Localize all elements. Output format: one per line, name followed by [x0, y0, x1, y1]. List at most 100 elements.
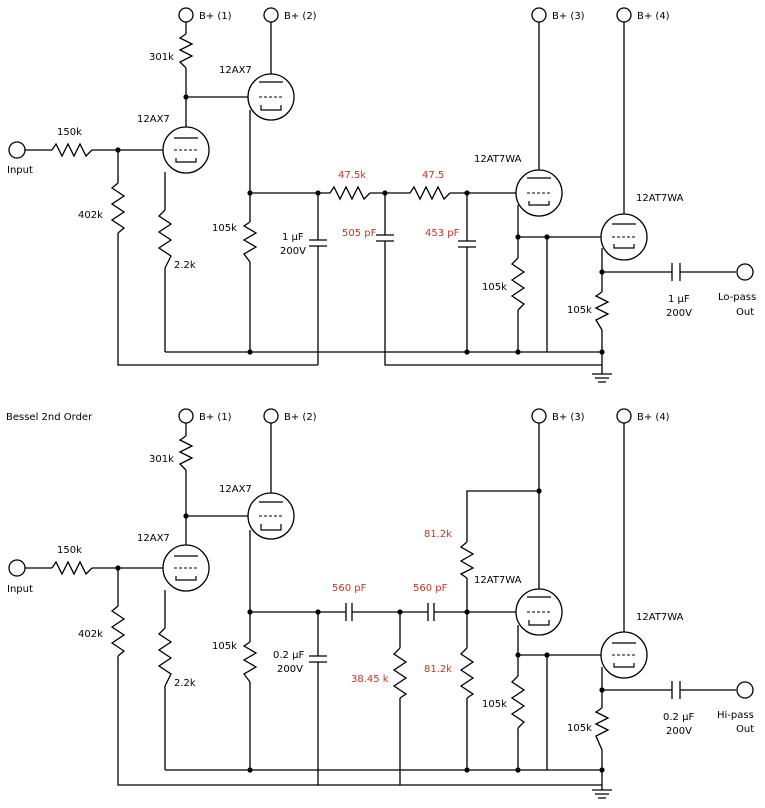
- capacitor-560pF-1: [345, 603, 353, 621]
- tube-v4: [600, 213, 648, 261]
- capacitor-505pF: [376, 234, 394, 242]
- label-c-out: 0.2 μF: [663, 712, 694, 723]
- label-output-2: Out: [736, 307, 754, 318]
- resistors: [51, 435, 610, 751]
- label-r-grid: 402k: [78, 629, 103, 640]
- resistor-402k: [110, 605, 126, 657]
- label-filter-r-upper: 81.2k: [424, 529, 452, 540]
- label-r-cathode-4: 105k: [567, 723, 592, 734]
- label-bplus-3: B+ (3): [552, 11, 585, 22]
- terminals: [8, 408, 754, 699]
- label-r-in: 150k: [57, 127, 82, 138]
- label-filter-c2: 453 pF: [425, 228, 460, 239]
- label-r-cathode-3: 105k: [482, 699, 507, 710]
- resistor-105k-v4: [594, 707, 610, 751]
- resistor-81.2k-lower: [459, 647, 475, 699]
- resistor-47.5k: [329, 185, 371, 201]
- label-r-grid: 402k: [78, 210, 103, 221]
- wires: [25, 22, 736, 383]
- capacitor-0.2uF: [309, 655, 327, 663]
- junction-dots: [115, 94, 605, 355]
- label-bplus-4: B+ (4): [637, 412, 670, 423]
- resistor-301k: [178, 435, 194, 471]
- lo-pass-circuit: B+ (1) B+ (2) B+ (3) B+ (4) 12AX7 12AX7 …: [7, 7, 756, 383]
- label-bplus-1: B+ (1): [199, 412, 232, 423]
- label-bplus-2: B+ (2): [284, 412, 317, 423]
- label-r-plate: 301k: [149, 454, 174, 465]
- label-output-1: Hi-pass: [717, 710, 754, 721]
- resistors: [51, 33, 610, 331]
- tube-v2: [247, 73, 295, 121]
- label-filter-r2: 47.5: [422, 170, 444, 181]
- capacitor-1uF: [309, 239, 327, 247]
- resistor-105k-v4: [594, 291, 610, 331]
- label-r-cathode: 2.2k: [174, 260, 196, 271]
- capacitor-out-1uF: [671, 263, 681, 281]
- label-filter-c2: 560 pF: [413, 583, 448, 594]
- resistor-105k-v3: [510, 675, 526, 729]
- bplus-terminal-2: [263, 7, 279, 23]
- resistor-150k: [51, 142, 93, 158]
- wires: [25, 423, 736, 799]
- junction-dots: [115, 488, 605, 773]
- resistor-81.2k-upper: [459, 541, 475, 579]
- bplus-terminal-2: [263, 408, 279, 424]
- output-terminal: [736, 263, 754, 281]
- label-c-coupling: 1 μF: [282, 232, 304, 243]
- label-r-load: 105k: [212, 223, 237, 234]
- output-terminal: [736, 681, 754, 699]
- label-output-1: Lo-pass: [718, 292, 756, 303]
- label-filter-r1: 47.5k: [338, 170, 366, 181]
- label-tube-v1: 12AX7: [137, 114, 170, 125]
- label-input: Input: [7, 584, 33, 595]
- tube-v1: [162, 126, 210, 174]
- terminals: [8, 7, 754, 281]
- resistor-38.45k: [392, 647, 408, 699]
- input-terminal: [8, 141, 26, 159]
- bplus-terminal-3: [531, 408, 547, 424]
- bessel-title: Bessel 2nd Order: [6, 412, 93, 423]
- label-bplus-3: B+ (3): [552, 412, 585, 423]
- labels: B+ (1) B+ (2) B+ (3) B+ (4) 12AX7 12AX7 …: [7, 11, 756, 319]
- bplus-terminal-3: [531, 7, 547, 23]
- tube-v1: [162, 544, 210, 592]
- label-r-cathode-3: 105k: [482, 282, 507, 293]
- resistor-105k-v3: [510, 257, 526, 311]
- label-tube-v3: 12AT7WA: [474, 154, 522, 165]
- label-r-cathode: 2.2k: [174, 678, 196, 689]
- tube-v2: [247, 492, 295, 540]
- label-bplus-4: B+ (4): [637, 11, 670, 22]
- capacitor-453pF: [458, 240, 476, 248]
- label-c-coupling-voltage: 200V: [277, 664, 303, 675]
- label-filter-c1: 505 pF: [342, 228, 377, 239]
- bplus-terminal-1: [178, 408, 194, 424]
- input-terminal: [8, 559, 26, 577]
- capacitors: [309, 603, 681, 699]
- labels: B+ (1) B+ (2) B+ (3) B+ (4) 12AX7 12AX7 …: [7, 412, 754, 737]
- label-r-in: 150k: [57, 545, 82, 556]
- resistor-402k: [110, 182, 126, 234]
- resistor-105k-load: [242, 641, 258, 683]
- capacitor-560pF-2: [427, 603, 435, 621]
- resistor-150k: [51, 560, 93, 576]
- label-filter-r1: 38.45 k: [351, 674, 389, 685]
- capacitor-out-0.2uF: [671, 681, 681, 699]
- label-tube-v2: 12AX7: [219, 484, 252, 495]
- label-c-coupling: 0.2 μF: [273, 650, 304, 661]
- label-c-out: 1 μF: [668, 294, 690, 305]
- label-r-cathode-4: 105k: [567, 305, 592, 316]
- label-tube-v4: 12AT7WA: [636, 193, 684, 204]
- bplus-terminal-4: [616, 7, 632, 23]
- tube-v4: [600, 631, 648, 679]
- label-r-plate: 301k: [149, 52, 174, 63]
- hi-pass-circuit: Bessel 2nd Order: [6, 408, 754, 799]
- capacitors: [309, 234, 681, 281]
- tube-v3: [515, 169, 563, 217]
- label-filter-r-lower: 81.2k: [424, 664, 452, 675]
- bplus-terminal-4: [616, 408, 632, 424]
- tube-v3: [515, 588, 563, 636]
- bplus-terminal-1: [178, 7, 194, 23]
- label-c-coupling-voltage: 200V: [280, 246, 306, 257]
- resistor-2.2k: [157, 209, 173, 269]
